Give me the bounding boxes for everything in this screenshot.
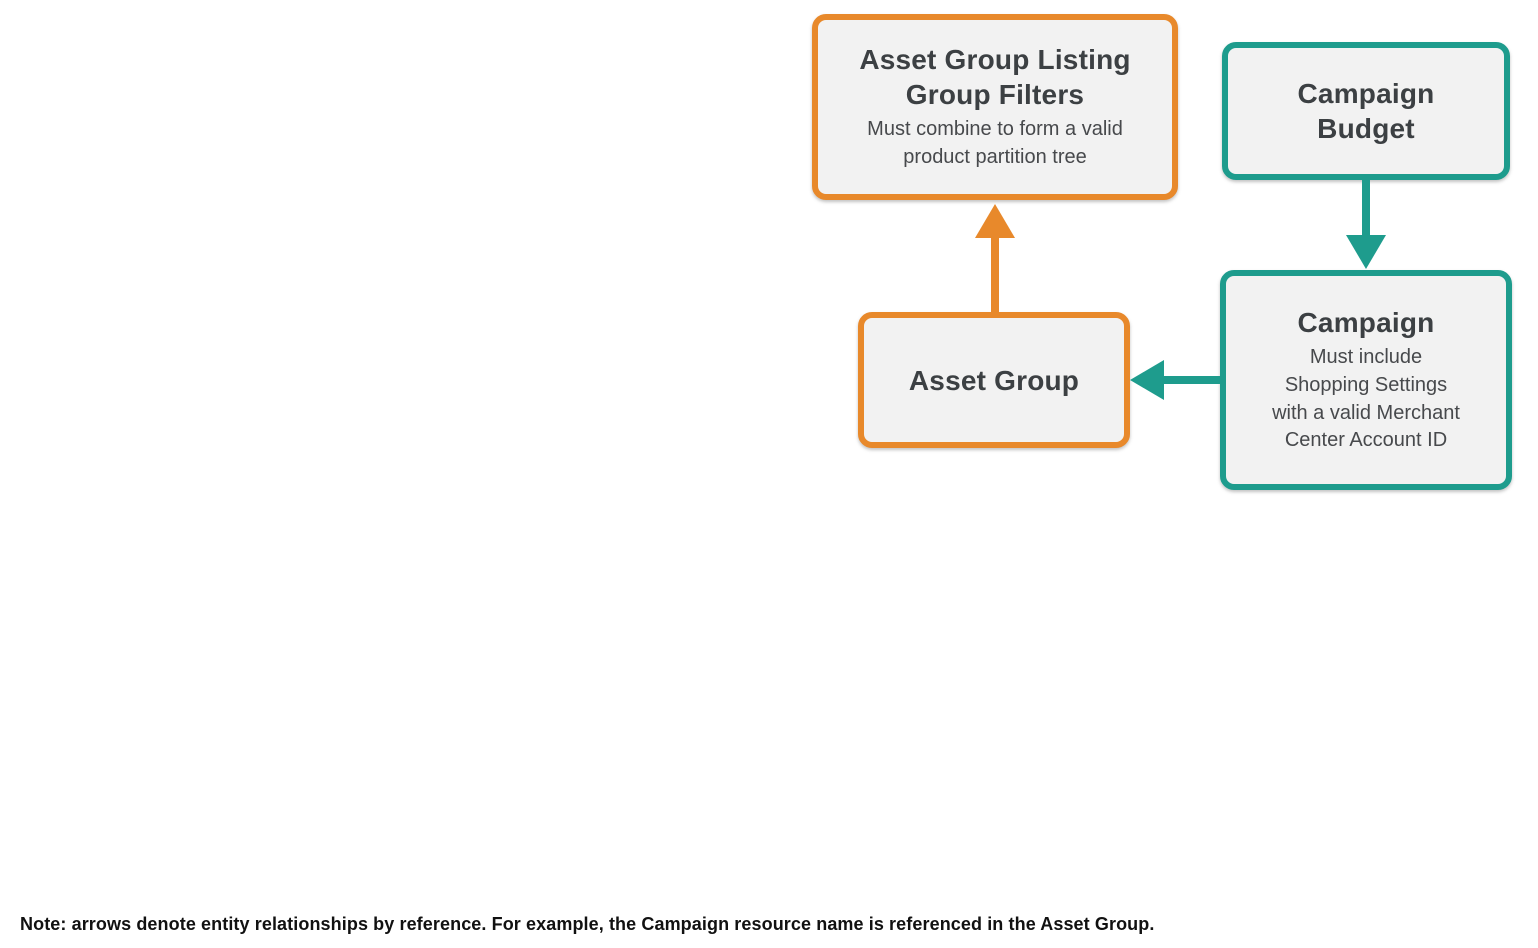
node-asset-group-listing-group-filters: Asset Group Listing Group Filters Must c… (812, 14, 1178, 200)
footnote: Note: arrows denote entity relationships… (20, 914, 1155, 934)
node-title: Asset Group (908, 364, 1080, 396)
node-campaign-budget: Campaign Budget (1222, 42, 1510, 180)
node-title: Campaign Budget (1297, 78, 1435, 144)
arrow-line (1160, 376, 1222, 384)
node-subtitle: Must include Shopping Settings with a va… (1272, 346, 1460, 452)
node-title: Asset Group Listing Group Filters (859, 44, 1131, 111)
arrowhead-left-icon (1130, 360, 1164, 400)
arrow-line (991, 230, 999, 314)
arrowhead-up-icon (975, 204, 1015, 238)
node-campaign: Campaign Must include Shopping Settings … (1220, 270, 1512, 490)
arrow-line (1362, 179, 1370, 239)
node-subtitle: Must combine to form a valid product par… (867, 118, 1123, 168)
node-title: Campaign (1297, 307, 1435, 339)
arrowhead-down-icon (1346, 235, 1386, 269)
node-asset-group: Asset Group (858, 312, 1130, 448)
